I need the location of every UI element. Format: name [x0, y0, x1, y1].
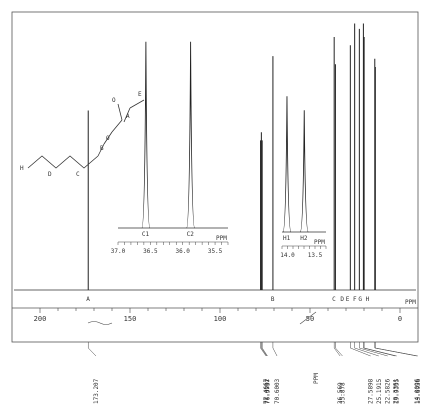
leader-5	[333, 347, 341, 357]
inset-right: H1 H2 14.0 13.5 PPM	[280, 96, 327, 259]
x-tick-label-200: 200	[34, 315, 47, 323]
cluster-letter-F: F	[353, 296, 357, 303]
cluster-letter-H: H	[366, 296, 370, 303]
main-peaks	[14, 23, 416, 291]
peak-list-unit: PPM	[313, 373, 320, 384]
peak-list-value-12: 14.0096	[414, 378, 421, 404]
chain-bond-2	[123, 107, 131, 123]
inset-left-peak-label-0: C1	[142, 231, 150, 238]
peak-list-value-13: 13.6956	[415, 378, 422, 404]
peak-list-value-9: 22.5826	[385, 378, 392, 404]
inset-left-unit-label: PPM	[216, 235, 227, 242]
inset-left-peak-0	[141, 41, 151, 229]
peak-list-value-3: 76.5737	[264, 378, 271, 404]
leader-1	[260, 347, 267, 357]
leader-9	[359, 347, 388, 357]
structure-label-o1: O	[106, 135, 110, 142]
carbonyl-bond	[111, 119, 123, 133]
molecule-structure	[27, 99, 145, 169]
cluster-letter-D: D	[340, 296, 344, 303]
leader-13	[375, 347, 418, 357]
co-bond	[117, 103, 123, 121]
inset-left-peak-1	[186, 41, 196, 229]
leader-4	[272, 347, 278, 357]
x-tick-label-50: 50	[306, 315, 314, 323]
inset-left-tick-label-3: 35.5	[208, 248, 223, 255]
structure-label-a: A	[126, 113, 130, 120]
inset-right-peak-0	[282, 96, 292, 233]
main-x-axis: 200 150 100 50 0	[34, 308, 402, 323]
peak-list-leaders	[87, 342, 418, 357]
inset-left-tick-label-2: 36.0	[175, 248, 190, 255]
peak-list-value-7: 27.5898	[368, 378, 375, 404]
peak-list-value-2: 77.0202	[264, 378, 271, 404]
peak-assignment-B: B	[271, 296, 275, 303]
x-tick-label-0: 0	[398, 315, 402, 323]
structure-label-e: E	[138, 91, 142, 98]
leader-0	[88, 347, 97, 357]
leader-2	[261, 347, 267, 357]
inset-left-peak-label-1: C2	[187, 231, 195, 238]
cluster-letter-E: E	[346, 296, 350, 303]
structure-label-d: D	[48, 171, 52, 178]
inset-left-tick-label-1: 36.5	[143, 248, 158, 255]
x-tick-label-100: 100	[214, 315, 227, 323]
cluster-letter-G: G	[358, 296, 362, 303]
peak-list-value-11: 19.9335	[394, 378, 401, 404]
structure-label-c: C	[76, 171, 80, 178]
leader-6	[335, 347, 343, 357]
inset-right-peak-label-1: H2	[300, 235, 308, 242]
structure-label-b: B	[100, 145, 104, 152]
chain-bonds	[27, 155, 99, 169]
inset-right-tick-label-1: 13.5	[308, 252, 323, 259]
chain-bond-3	[129, 99, 145, 109]
leader-8	[354, 347, 379, 357]
x-tick-label-150: 150	[124, 315, 137, 323]
structure-label-o2: O	[112, 97, 116, 104]
peak-assignment-A: A	[86, 296, 90, 303]
branch-bond	[97, 143, 105, 157]
ester-bond	[103, 131, 113, 145]
leader-7	[350, 347, 371, 357]
scribble-mark	[87, 321, 113, 325]
peak-list-value-4: 70.6003	[274, 378, 281, 404]
leader-3	[261, 347, 268, 357]
peak-list-value-5: 36.569	[337, 382, 344, 404]
inset-right-peak-label-0: H1	[283, 235, 291, 242]
peak-list-value-10: 20.3361	[392, 378, 399, 404]
inset-left: C1 C2 37.0 36.5 36.0 35.5 PPM	[111, 41, 229, 255]
peak-list-value-8: 25.1915	[376, 378, 383, 404]
inset-right-peak-1	[299, 110, 309, 233]
inset-right-unit-label: PPM	[314, 239, 325, 246]
inset-right-tick-label-0: 14.0	[280, 252, 295, 259]
plot-frame	[11, 11, 419, 343]
x-unit-label: PPM	[405, 299, 416, 306]
structure-label-h: H	[20, 165, 24, 172]
peak-list-value-0: 173.207	[93, 378, 100, 404]
peak-list-value-1: 77.4667	[263, 378, 270, 404]
peak-assignment-C: C	[332, 296, 336, 303]
inset-left-tick-label-0: 37.0	[111, 248, 126, 255]
peak-list-value-6: 35.878	[339, 382, 346, 404]
annotation-slash	[299, 311, 317, 325]
leader-11	[364, 347, 397, 357]
